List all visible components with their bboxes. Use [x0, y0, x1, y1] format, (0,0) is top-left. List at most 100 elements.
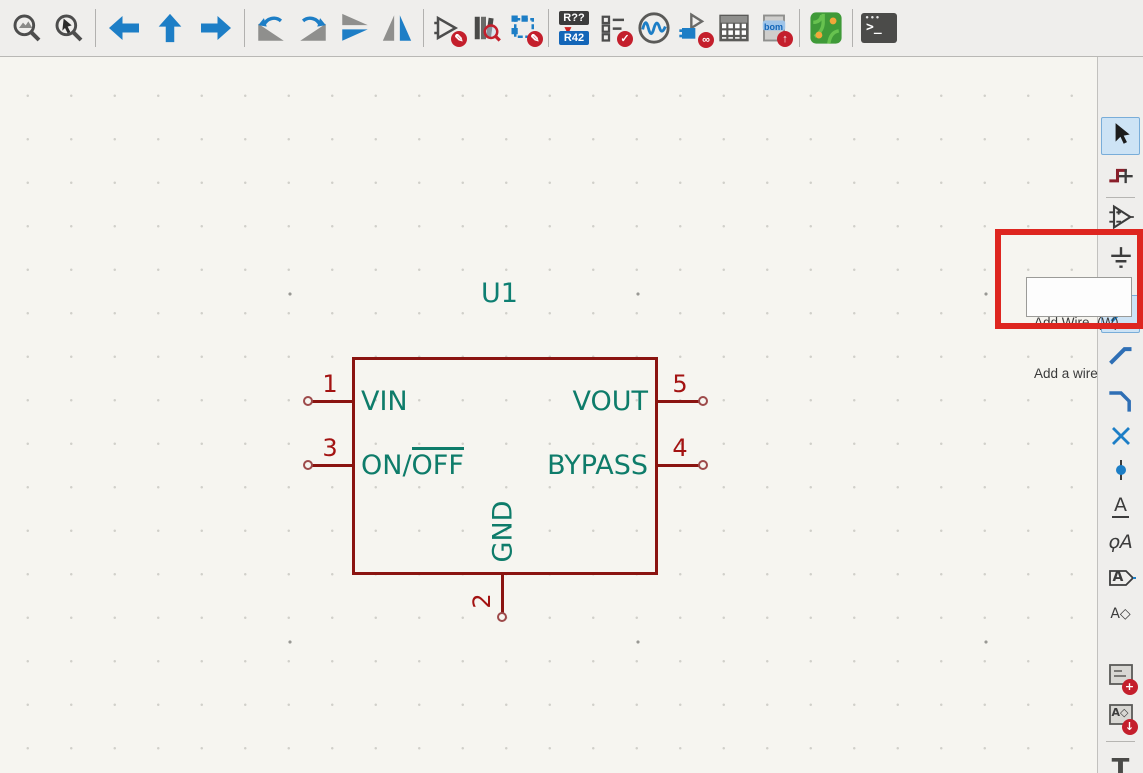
add-text-button[interactable]: T — [1101, 750, 1140, 773]
pin-5-endpoint — [698, 396, 708, 406]
toolbar-separator — [423, 9, 424, 47]
hierarchical-label-icon: A◇ — [1110, 607, 1130, 621]
annotate-after-label: R42 — [559, 31, 589, 45]
add-junction-button[interactable] — [1101, 453, 1140, 491]
down-arrow-badge-icon: ↓ — [1121, 719, 1138, 735]
add-symbol-button[interactable] — [1101, 200, 1140, 238]
toolbar-separator — [852, 9, 853, 47]
symbol-fields-table-button[interactable] — [714, 6, 754, 50]
toolbar-separator — [548, 9, 549, 47]
zoom-to-selection-button[interactable] — [48, 6, 90, 50]
generate-bom-button[interactable]: bom ↑ — [754, 6, 794, 50]
pin-1-line — [312, 399, 352, 403]
annotate-arrow-icon: ▼ — [562, 23, 574, 37]
opamp-icon — [1107, 203, 1135, 235]
table-icon — [718, 12, 750, 44]
pin-4-line — [657, 463, 699, 467]
junction-icon — [1109, 458, 1133, 486]
arrow-right-icon — [198, 13, 234, 43]
pcb-editor-icon — [809, 11, 843, 45]
terminal-prompt: >_ — [866, 20, 882, 35]
pin-4-number: 4 — [672, 434, 688, 462]
symbol-reference: U1 — [481, 278, 518, 309]
toolbar-separator — [244, 9, 245, 47]
add-net-label-button[interactable]: A — [1101, 488, 1140, 526]
global-label-icon: A — [1108, 566, 1136, 590]
add-no-connect-button[interactable] — [1101, 419, 1140, 457]
sheet-pin-letters: A◇ — [1111, 706, 1129, 719]
netclass-directive-icon: ϙA — [1108, 530, 1133, 553]
navigate-left-button[interactable] — [101, 6, 147, 50]
zoom-to-fit-button[interactable] — [6, 6, 48, 50]
rotate-ccw-button[interactable] — [250, 6, 292, 50]
add-power-port-button[interactable] — [1101, 241, 1140, 279]
library-books-icon — [471, 13, 501, 43]
schematic-canvas[interactable]: U1 1 VIN 3 ON/OFF 5 VOUT 4 BYPASS — [0, 57, 1097, 773]
pin-2-name: GND — [487, 500, 519, 563]
sidebar-separator — [1106, 197, 1135, 198]
pin-2-number: 2 — [468, 593, 496, 609]
pin-3-name-main: ON/ — [361, 450, 412, 481]
check-badge-icon: ✓ — [617, 31, 633, 47]
arrow-up-icon — [155, 11, 185, 45]
arrow-left-icon — [106, 13, 142, 43]
add-bus-button[interactable] — [1101, 338, 1140, 376]
pin-3-number: 3 — [322, 434, 338, 462]
rotate-ccw-icon — [254, 11, 288, 45]
link-badge-icon: ∞ — [698, 32, 714, 48]
open-pcb-editor-button[interactable] — [805, 6, 847, 50]
highlight-net-icon — [1107, 161, 1135, 193]
navigate-right-button[interactable] — [193, 6, 239, 50]
bom-label: bom — [764, 22, 783, 32]
bus-icon — [1107, 341, 1135, 373]
simulator-button[interactable] — [634, 6, 674, 50]
toolbar-separator — [799, 9, 800, 47]
pin-5-number: 5 — [672, 370, 688, 398]
add-global-label-button[interactable]: A — [1101, 559, 1140, 597]
hier-letter: A — [1110, 606, 1120, 622]
selection-tool-button[interactable] — [1101, 117, 1140, 155]
pin-1-number: 1 — [322, 370, 338, 398]
add-hierarchical-label-button[interactable]: A◇ — [1101, 595, 1140, 633]
global-label-letter: A — [1112, 569, 1124, 585]
mirror-vertically-button[interactable] — [334, 6, 376, 50]
edit-badge-icon: ✎ — [527, 31, 543, 47]
add-hierarchical-sheet-button[interactable]: + — [1101, 658, 1140, 696]
up-arrow-badge-icon: ↑ — [777, 31, 793, 47]
add-netclass-directive-button[interactable]: ϙA — [1101, 523, 1140, 561]
edit-symbol-editor-button[interactable]: ✎ — [429, 6, 467, 50]
rotate-cw-button[interactable] — [292, 6, 334, 50]
tooltip-title: Add Wire (W) — [1034, 315, 1119, 330]
navigate-up-button[interactable] — [147, 6, 193, 50]
text-tool-icon: T — [1111, 754, 1130, 773]
scripting-console-button[interactable]: •••>_ — [858, 6, 900, 50]
pin-3-name-overline: OFF — [411, 447, 464, 481]
import-sheet-pin-button[interactable]: A◇↓ — [1101, 698, 1140, 736]
pin-5-name: VOUT — [572, 386, 648, 417]
symbol-library-browser-button[interactable] — [467, 6, 505, 50]
pin-2-line — [501, 575, 504, 613]
annotate-icon: R?? ▼ R42 — [557, 10, 591, 46]
footprint-icon: ✎ — [509, 13, 543, 47]
sheet-icon: + — [1108, 663, 1138, 695]
hier-diamond: ◇ — [1119, 606, 1131, 622]
top-toolbar: ✎ ✎ R?? ▼ R42 ✓ ∞ — [0, 0, 1143, 57]
bus-entry-icon — [1107, 386, 1135, 418]
footprint-editor-button[interactable]: ✎ — [505, 6, 543, 50]
symbol-body — [352, 357, 658, 575]
annotate-before-label: R?? — [559, 11, 589, 25]
add-bus-entry-button[interactable] — [1101, 383, 1140, 421]
assign-footprints-button[interactable]: ∞ — [674, 6, 714, 50]
pin-4-name: BYPASS — [547, 450, 648, 481]
erc-button[interactable]: ✓ — [594, 6, 634, 50]
cursor-arrow-icon — [1108, 121, 1134, 151]
pin-3-name: ON/OFF — [361, 447, 464, 481]
annotate-button[interactable]: R?? ▼ R42 — [554, 6, 594, 50]
highlight-net-button[interactable] — [1101, 158, 1140, 196]
assign-footprints-icon: ∞ — [678, 12, 714, 48]
symbol-editor-icon: ✎ — [433, 13, 467, 47]
plus-badge-icon: + — [1121, 679, 1138, 695]
no-connect-icon — [1109, 424, 1133, 452]
mirror-horizontally-button[interactable] — [376, 6, 418, 50]
pin-2-endpoint — [497, 612, 507, 622]
